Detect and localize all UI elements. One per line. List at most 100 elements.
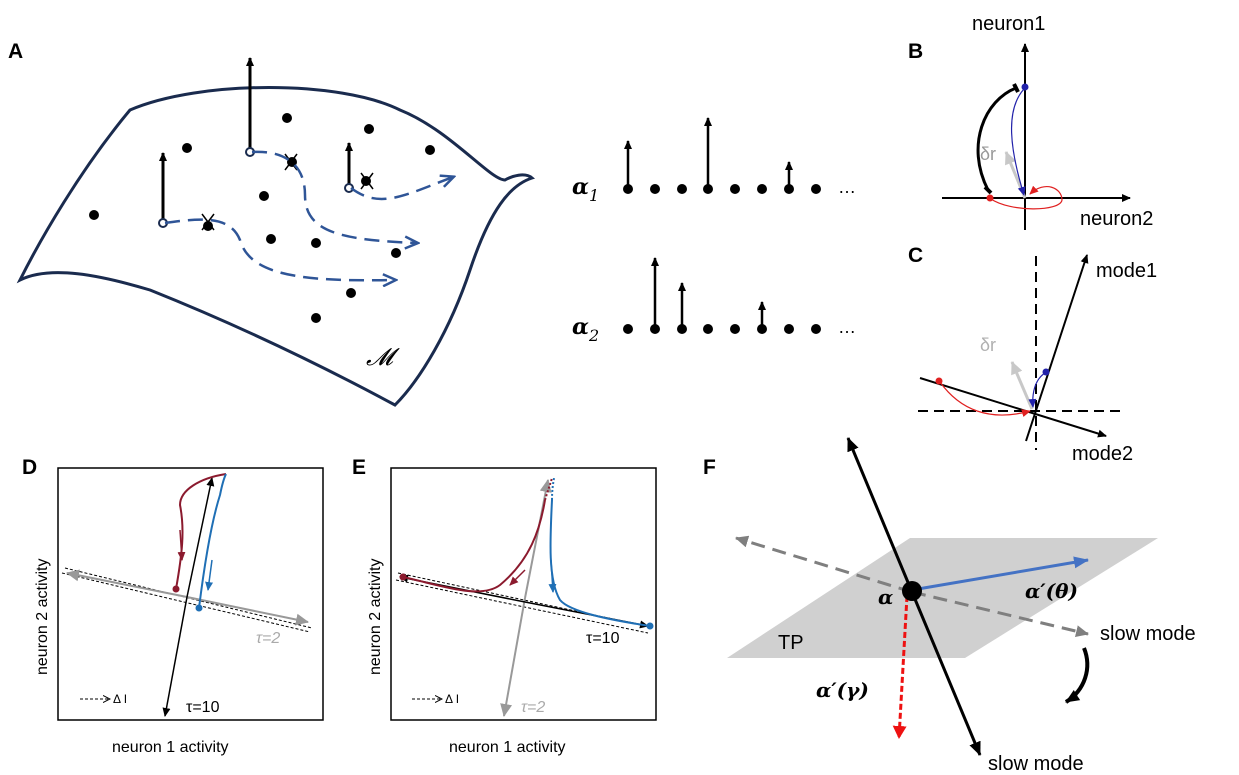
cross-marks bbox=[201, 153, 374, 231]
alpha1-arrows bbox=[624, 117, 793, 189]
trajectory-blue-arrow bbox=[548, 559, 557, 593]
delta-r-arrow bbox=[1010, 361, 1034, 410]
fast-mode-arrow bbox=[524, 479, 552, 599]
delta-i-legend-label: Δ I bbox=[113, 692, 127, 706]
trajectory-blue bbox=[198, 473, 227, 609]
trajectory-red-arrow bbox=[509, 569, 526, 586]
bracket-end bbox=[1012, 83, 1020, 93]
sequence-dot bbox=[811, 324, 821, 334]
manifold-point bbox=[89, 210, 99, 220]
fast-mode-arrow bbox=[500, 597, 526, 717]
y-axis-label: neuron 2 activity bbox=[34, 558, 51, 675]
panel-label-c: C bbox=[908, 244, 923, 267]
alpha1-dots bbox=[623, 184, 821, 194]
alpha2-symbol: α bbox=[572, 314, 589, 340]
manifold-point bbox=[282, 113, 292, 123]
transition-bracket bbox=[976, 86, 1017, 191]
manifold-point bbox=[346, 288, 356, 298]
manifold-label: 𝓜 bbox=[366, 343, 400, 371]
fast-mode-arrow bbox=[66, 569, 188, 598]
alpha2-dots bbox=[623, 324, 821, 334]
delta-i-line bbox=[397, 572, 651, 628]
slow-mode-arrow bbox=[186, 477, 215, 598]
cross-mark bbox=[201, 213, 215, 231]
trajectory-blue bbox=[549, 499, 651, 627]
alpha-theta-arrow bbox=[911, 556, 1089, 592]
sequence-dot bbox=[703, 324, 713, 334]
sequence-dot bbox=[811, 184, 821, 194]
alpha1-ellipsis: … bbox=[838, 177, 856, 197]
cross-mark bbox=[360, 172, 374, 190]
panel-label-b: B bbox=[908, 40, 923, 63]
trajectories bbox=[164, 150, 453, 280]
panel-label-f: F bbox=[703, 456, 716, 479]
fast-mode-dashed bbox=[911, 590, 1089, 638]
alpha-label: α bbox=[878, 585, 893, 609]
tau-slow-label: τ=10 bbox=[586, 630, 620, 647]
manifold-points bbox=[89, 113, 435, 323]
sequence-dot bbox=[650, 184, 660, 194]
neuron1-axis-label: neuron1 bbox=[972, 13, 1045, 35]
trajectory-red bbox=[175, 473, 227, 590]
manifold-surface bbox=[16, 86, 536, 407]
manifold-point bbox=[391, 248, 401, 258]
panel-c: C mode1 mode2 δr bbox=[908, 244, 1157, 465]
panel-b: B neuron1 neuron2 δr bbox=[908, 13, 1153, 230]
sequence-dot bbox=[730, 324, 740, 334]
bracket-end bbox=[983, 185, 993, 195]
panel-label-e: E bbox=[352, 456, 366, 479]
trajectory-red-dotted bbox=[544, 477, 553, 501]
delta-r-arrow bbox=[1004, 151, 1027, 199]
delta-i-line bbox=[395, 579, 649, 634]
fast-mode-dashed bbox=[735, 535, 913, 594]
panel-label-d: D bbox=[22, 456, 37, 479]
trajectory-red bbox=[402, 499, 546, 593]
slow-mode-axis bbox=[846, 437, 914, 593]
trajectory-blue-arrow bbox=[205, 559, 214, 591]
alpha2-arrows bbox=[651, 257, 766, 329]
tangent-vectors bbox=[158, 57, 354, 228]
delta-r-label: δr bbox=[980, 144, 996, 164]
manifold-point bbox=[203, 221, 213, 231]
trajectory-dashed bbox=[350, 177, 453, 201]
fast-mode-arrow bbox=[186, 596, 309, 626]
alpha-theta-label: α′(θ) bbox=[1025, 579, 1078, 603]
tangent-plane-label: TP bbox=[778, 632, 804, 654]
trajectory-navy bbox=[1028, 372, 1046, 408]
neuron2-axis-label: neuron2 bbox=[1080, 208, 1153, 230]
alpha-gamma-label: α′(γ) bbox=[816, 678, 869, 702]
plot-frame bbox=[390, 467, 657, 721]
x-axis-label: neuron 1 activity bbox=[449, 739, 566, 756]
mode1-axis bbox=[1025, 254, 1089, 442]
mode2-label: mode2 bbox=[1072, 443, 1133, 465]
slow-mode-arrow bbox=[162, 596, 188, 717]
manifold-point bbox=[182, 143, 192, 153]
y-axis-label: neuron 2 activity bbox=[367, 558, 384, 675]
trajectory-red-arrow bbox=[177, 529, 186, 561]
panel-a: A 𝓜 bbox=[8, 40, 536, 407]
sequence-dot bbox=[730, 184, 740, 194]
panel-label-a: A bbox=[8, 40, 23, 63]
mode2-axis bbox=[919, 377, 1107, 438]
tau-fast-label: τ=2 bbox=[256, 630, 280, 647]
tau-fast-label: τ=2 bbox=[521, 699, 545, 716]
rotation-arrow bbox=[1064, 647, 1090, 704]
panel-e: E neuron 1 activity neuron 2 activity τ=… bbox=[352, 456, 657, 756]
tau-slow-label: τ=10 bbox=[186, 699, 220, 716]
manifold-point bbox=[259, 191, 269, 201]
sequence-dot bbox=[677, 184, 687, 194]
trajectory-blue-dotted bbox=[551, 477, 555, 501]
trajectory-navy bbox=[1010, 88, 1026, 196]
sequence-dot bbox=[784, 324, 794, 334]
plot-frame bbox=[57, 467, 324, 721]
start-point-navy bbox=[1021, 83, 1029, 91]
mode1-label: mode1 bbox=[1096, 260, 1157, 282]
alpha2-subscript: 2 bbox=[588, 326, 599, 345]
trajectory-red bbox=[990, 185, 1063, 210]
slow-mode-axis bbox=[910, 591, 982, 756]
slow-mode-label-bottom: slow mode bbox=[988, 753, 1084, 775]
alpha1-subscript: 1 bbox=[589, 186, 599, 205]
x-axis-label: neuron 1 activity bbox=[112, 739, 229, 756]
trajectory-red bbox=[939, 381, 1031, 417]
manifold-point bbox=[311, 313, 321, 323]
